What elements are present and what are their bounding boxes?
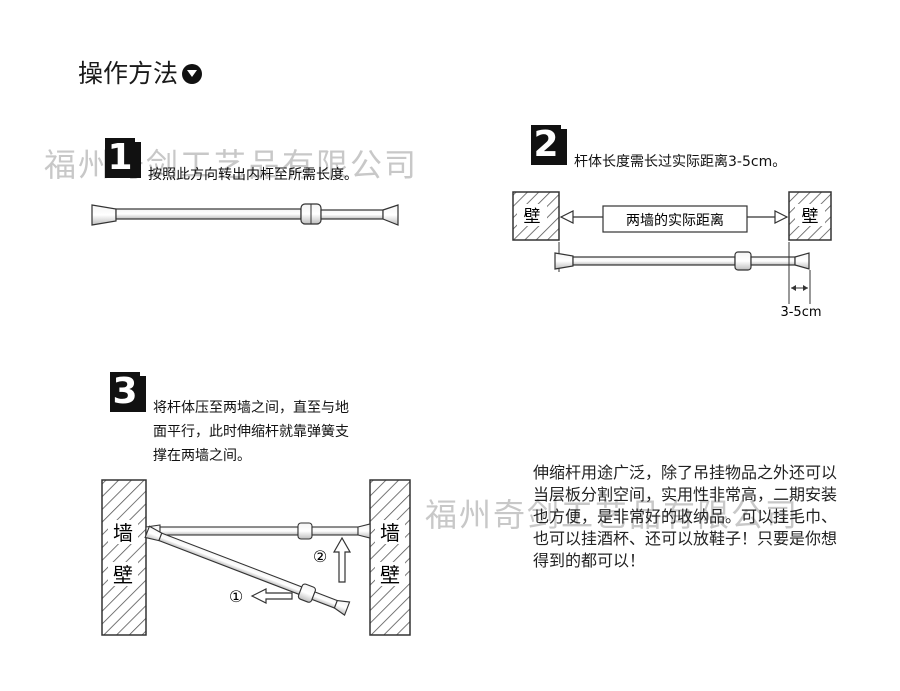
step2-diagram: 壁 壁 两墙的实际距离 3-5cm xyxy=(512,191,832,320)
title-text: 操作方法 xyxy=(78,59,179,88)
step3-wall-left xyxy=(101,479,147,636)
step3-wall-right-char-1: 墙 xyxy=(380,521,400,545)
step2-text: 杆体长度需长过实际距离3-5cm。 xyxy=(574,154,787,170)
step2-number: 2 xyxy=(531,125,567,165)
step3-wall-right xyxy=(369,479,411,636)
step3-text-line-2: 面平行，此时伸缩杆就靠弹簧支 xyxy=(153,424,349,440)
step3-text-line-1: 将杆体压至两墙之间，直至与地 xyxy=(153,400,349,416)
usage-description: 伸缩杆用途广泛，除了吊挂物品之外还可以当层板分割空间，实用性非常高，二期安装也方… xyxy=(533,463,838,570)
step2-wall-left-label: 壁 xyxy=(524,207,541,227)
step3-text-line-3: 撑在两墙之间。 xyxy=(153,448,251,464)
distance-label: 两墙的实际距离 xyxy=(626,212,724,229)
watermark-2: 福州奇剑工艺品有限公司 xyxy=(425,496,800,534)
step2-rod xyxy=(554,251,810,271)
step1-number: 1 xyxy=(105,138,141,178)
step3-wall-left-char-2: 壁 xyxy=(113,563,133,587)
marker-2: ② xyxy=(313,547,327,566)
step3-wall-left-char-1: 墙 xyxy=(113,521,133,545)
step3-rod-tilted xyxy=(144,525,351,616)
step1-rod xyxy=(91,203,399,226)
marker-1: ① xyxy=(229,587,243,606)
arrow-up-icon xyxy=(332,536,352,583)
extra-length-label: 3-5cm xyxy=(780,305,821,320)
triangle-down-icon xyxy=(182,64,203,84)
step3-wall-right-char-2: 壁 xyxy=(380,563,400,587)
page-title: 操作方法 xyxy=(78,54,203,90)
distance-arrow xyxy=(559,205,789,233)
arrow-left-icon xyxy=(250,588,293,604)
step2-wall-right-label: 壁 xyxy=(802,207,819,227)
step1-text: 按照此方向转出内杆至所需长度。 xyxy=(148,167,358,183)
step3-diagram: 墙 壁 墙 壁 ② ① xyxy=(101,479,411,636)
step3-number: 3 xyxy=(110,372,146,412)
step1-rod-diagram xyxy=(91,203,399,226)
step3-rod-horizontal xyxy=(145,522,371,540)
